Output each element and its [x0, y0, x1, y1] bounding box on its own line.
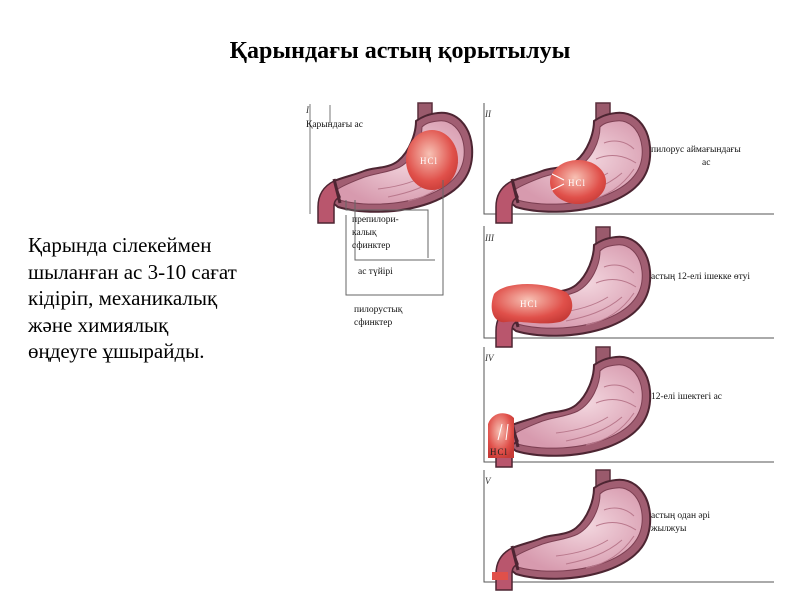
stage-5-label: астың одан әрі — [651, 511, 710, 521]
stage-3-panel: III HCl астың 12-елі ішекке өтуі — [483, 225, 774, 349]
stage-5-label: жылжуы — [650, 524, 687, 534]
stage-2-panel: II HCl пилорус аймағындағы ас — [483, 101, 774, 225]
hcl-label: HCl — [568, 178, 586, 188]
stage-3-numeral: III — [484, 233, 495, 243]
stage-1-label: Қарындағы ас — [306, 120, 363, 130]
hcl-label: HCl — [520, 299, 538, 309]
food-lump-label: ас түйірі — [358, 266, 393, 277]
stage-4-numeral: IV — [484, 353, 495, 363]
stage-4-panel: IV HCl 12-елі ішектегі ас — [483, 345, 774, 469]
hcl-label: HCl — [490, 447, 508, 457]
stage-4-label: 12-елі ішектегі ас — [651, 392, 722, 402]
food-mass — [550, 160, 606, 204]
description-line: өңдеуге ұшырайды. — [28, 339, 205, 363]
food-mass — [491, 283, 573, 324]
stage-5-numeral: V — [485, 476, 492, 486]
stage-5-panel: V астың одан әрі жылжуы — [483, 468, 774, 592]
prepyloric-label: препилори- — [352, 215, 399, 225]
stage-3-label: астың 12-елі ішекке өтуі — [651, 272, 750, 282]
food-mass — [492, 572, 508, 580]
prepyloric-label: калық — [352, 228, 377, 238]
description-text: Қарында сілекеймен шыланған ас 3-10 саға… — [28, 232, 313, 365]
description-line: кідіріп, механикалық — [28, 286, 218, 310]
stage-2-numeral: II — [484, 109, 492, 119]
stage-2-label: ас — [702, 158, 710, 168]
description-line: Қарында сілекеймен — [28, 233, 212, 257]
stage-1-panel: I Қарындағы ас HCl препилори- калық сфин… — [305, 101, 474, 328]
food-mass — [406, 130, 458, 190]
hcl-label: HCl — [420, 156, 438, 166]
slide-title: Қарындағы астың қорытылуы — [229, 38, 571, 64]
prepyloric-label: сфинктер — [352, 240, 391, 251]
description-line: шыланған ас 3-10 сағат — [28, 259, 237, 284]
pyloric-label: пилорустық — [354, 305, 403, 315]
description-line: және химиялық — [28, 312, 169, 337]
pyloric-label: сфинктер — [354, 317, 393, 328]
stage-1-numeral: I — [305, 105, 310, 115]
stage-2-label: пилорус аймағындағы — [651, 144, 741, 155]
